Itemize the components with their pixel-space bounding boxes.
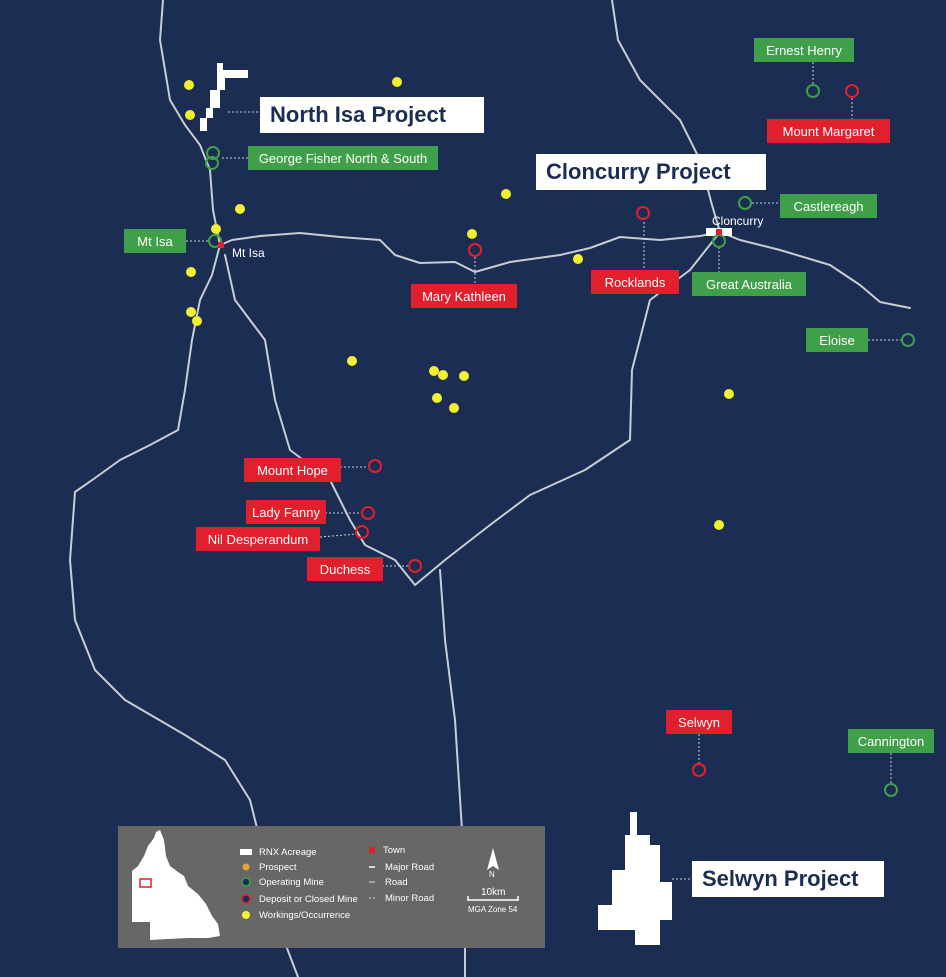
deposit-label-nil-desperandum[interactable]: Nil Desperandum bbox=[196, 527, 320, 551]
selwyn-project-label[interactable]: Selwyn Project bbox=[692, 861, 884, 897]
deposit-label-mary-kathleen[interactable]: Mary Kathleen bbox=[411, 284, 517, 308]
deposit-label-mount-hope[interactable]: Mount Hope bbox=[244, 458, 341, 482]
legend-operating-swatch bbox=[241, 877, 251, 887]
legend-town: Town bbox=[383, 845, 406, 856]
deposit-label-selwyn[interactable]: Selwyn bbox=[666, 710, 732, 734]
legend-north-label: N bbox=[489, 870, 495, 879]
mine-label-cannington[interactable]: Cannington bbox=[848, 729, 934, 753]
selwyn-acreage bbox=[598, 812, 672, 945]
inset-location-box bbox=[139, 878, 152, 888]
legend-deposit-swatch bbox=[241, 894, 251, 904]
mine-label-mt-isa[interactable]: Mt Isa bbox=[124, 229, 186, 253]
deposit-label-lady-fanny[interactable]: Lady Fanny bbox=[246, 500, 326, 524]
mine-label-ernest-henry[interactable]: Ernest Henry bbox=[754, 38, 854, 62]
legend-workings: Workings/Occurrence bbox=[259, 910, 351, 921]
town-label-mt-isa: Mt Isa bbox=[232, 246, 265, 260]
legend-scale: 10km bbox=[481, 887, 506, 898]
north-isa-acreage bbox=[200, 63, 248, 131]
legend-workings-swatch bbox=[242, 911, 250, 919]
road-barkly-highway bbox=[219, 231, 911, 309]
deposit-label-rocklands[interactable]: Rocklands bbox=[591, 270, 679, 294]
deposit-label-mount-margaret[interactable]: Mount Margaret bbox=[767, 119, 890, 143]
mine-label-castlereagh[interactable]: Castlereagh bbox=[780, 194, 877, 218]
mine-label-great-australia[interactable]: Great Australia bbox=[692, 272, 806, 296]
legend-road: Road bbox=[385, 877, 408, 888]
north-isa-project-label[interactable]: North Isa Project bbox=[260, 97, 484, 133]
legend-acreage-swatch bbox=[240, 849, 252, 855]
mine-label-eloise[interactable]: Eloise bbox=[806, 328, 868, 352]
legend-zone: MGA Zone 54 bbox=[468, 905, 518, 914]
road-mt-isa-south bbox=[69, 244, 299, 977]
legend-minor-road: Minor Road bbox=[385, 893, 435, 904]
legend-major-road: Major Road bbox=[385, 862, 435, 873]
north-arrow-icon bbox=[487, 848, 499, 870]
legend-town-swatch bbox=[369, 847, 375, 853]
operating-mine-markers bbox=[205, 84, 915, 797]
road-cloncurry-north bbox=[611, 0, 721, 233]
cloncurry-project-label[interactable]: Cloncurry Project bbox=[536, 154, 766, 190]
town-marker-mt-isa bbox=[218, 242, 224, 248]
town-marker-cloncurry bbox=[716, 229, 722, 235]
road-duchess bbox=[224, 231, 721, 586]
legend-prospect-swatch bbox=[242, 863, 250, 871]
legend-deposit: Deposit or Closed Mine bbox=[259, 894, 358, 905]
workings-occurrences bbox=[184, 77, 734, 530]
legend-graphics bbox=[132, 830, 519, 940]
town-label-cloncurry: Cloncurry bbox=[712, 214, 764, 228]
map-legend: N RNX Acreage Prospect Operating Mine De… bbox=[118, 826, 545, 948]
road-north-isa bbox=[159, 0, 221, 246]
queensland-inset-map bbox=[132, 830, 220, 940]
deposit-markers bbox=[355, 84, 859, 777]
legend-operating-mine: Operating Mine bbox=[259, 877, 324, 888]
legend-rnx-acreage: RNX Acreage bbox=[259, 847, 317, 858]
deposit-label-duchess[interactable]: Duchess bbox=[307, 557, 383, 581]
legend-prospect: Prospect bbox=[259, 862, 297, 873]
mine-label-george-fisher[interactable]: George Fisher North & South bbox=[248, 146, 438, 170]
